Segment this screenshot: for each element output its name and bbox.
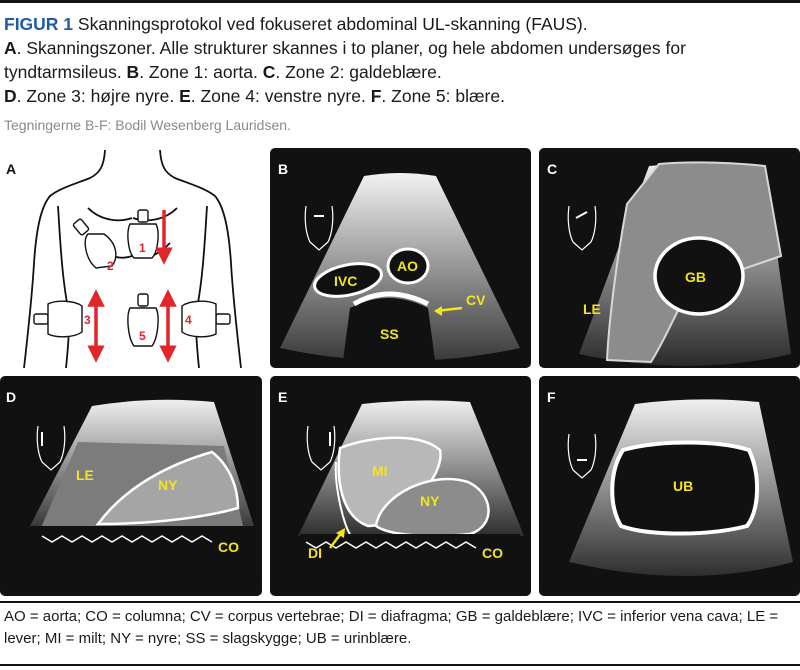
panel-f: UB — [539, 376, 800, 596]
acoustic-shadow — [342, 298, 436, 368]
drawing-credit: Tegningerne B-F: Bodil Wesenberg Laurids… — [4, 117, 291, 133]
top-rule — [0, 0, 800, 3]
body-marker-icon — [567, 205, 597, 251]
caption-key-f: F — [370, 86, 382, 106]
label-le: LE — [583, 301, 601, 317]
label-di: DI — [308, 545, 322, 561]
caption-text-b: . Zone 1: aorta. — [139, 62, 263, 82]
panel-label-f: F — [547, 389, 556, 405]
label-ao: AO — [397, 258, 418, 274]
panel-b: IVC AO CV SS — [270, 148, 531, 368]
caption-text-d: . Zone 3: højre nyre. — [16, 86, 180, 106]
label-ny: NY — [420, 493, 440, 509]
caption-key-e: E — [179, 86, 191, 106]
caption-text-f: . Zone 5: blære. — [381, 86, 505, 106]
panel-label-d: D — [6, 389, 17, 405]
label-ub: UB — [673, 478, 693, 494]
probe-zone-3 — [33, 300, 83, 338]
caption-key-d: D — [4, 86, 17, 106]
kidney — [95, 450, 240, 526]
caption-text-a: . Skanningszoner. Alle strukturer skanne… — [4, 38, 686, 82]
label-gb: GB — [685, 269, 706, 285]
body-marker-icon — [36, 425, 66, 471]
body-marker-icon — [567, 433, 597, 479]
zone-number-3: 3 — [84, 313, 91, 327]
figure-caption: FIGUR 1 Skanningsprotokol ved fokuseret … — [4, 12, 794, 108]
caption-text-e: . Zone 4: venstre nyre. — [190, 86, 371, 106]
caption-key-c: C — [262, 62, 276, 82]
panel-label-c: C — [547, 161, 558, 177]
urinary-bladder — [610, 440, 759, 536]
aorta-vessel — [386, 247, 430, 285]
body-marker-icon — [306, 425, 336, 471]
zone-number-5: 5 — [139, 329, 146, 343]
abbreviation-legend: AO = aorta; CO = columna; CV = corpus ve… — [4, 608, 779, 647]
panel-e: MI NY DI CO — [270, 376, 531, 596]
label-ss: SS — [380, 326, 399, 342]
legend-rule-bottom — [0, 664, 800, 666]
diaphragm-line — [334, 461, 351, 535]
panel-label-b: B — [278, 161, 289, 177]
vertebral-body-outline — [352, 291, 430, 307]
label-ivc: IVC — [334, 273, 357, 289]
zone-number-1: 1 — [139, 241, 146, 255]
label-co: CO — [218, 539, 239, 555]
panel-c: GB LE — [539, 148, 800, 368]
body-marker-icon — [304, 205, 334, 251]
torso-diagram: 1 2 3 4 5 — [23, 149, 242, 368]
column-contour — [41, 535, 213, 543]
probe-zone-2 — [72, 218, 117, 269]
caption-key-b: B — [126, 62, 140, 82]
label-co: CO — [482, 545, 503, 561]
label-cv: CV — [466, 292, 486, 308]
gallbladder — [653, 236, 745, 316]
caption-title: Skanningsprotokol ved fokuseret abdomina… — [73, 14, 588, 34]
zone-number-4: 4 — [185, 313, 192, 327]
probe-zone-4 — [181, 300, 231, 338]
panel-a: 1 2 3 4 5 — [0, 148, 262, 368]
label-le: LE — [76, 467, 94, 483]
panel-label-a: A — [6, 161, 17, 177]
caption-key-a: A — [4, 38, 17, 58]
panel-label-e: E — [278, 389, 288, 405]
probe-zone-5 — [127, 293, 159, 347]
probe-zone-1 — [127, 209, 159, 259]
ivc-vessel — [313, 262, 383, 298]
legend-rule-top — [0, 601, 800, 603]
column-contour — [305, 541, 477, 549]
label-ny: NY — [158, 477, 178, 493]
caption-text-c: . Zone 2: galdeblære. — [275, 62, 442, 82]
label-mi: MI — [372, 463, 388, 479]
panel-d: LE NY CO — [0, 376, 262, 596]
figure-label: FIGUR 1 — [4, 14, 74, 34]
zone-number-2: 2 — [107, 259, 114, 273]
